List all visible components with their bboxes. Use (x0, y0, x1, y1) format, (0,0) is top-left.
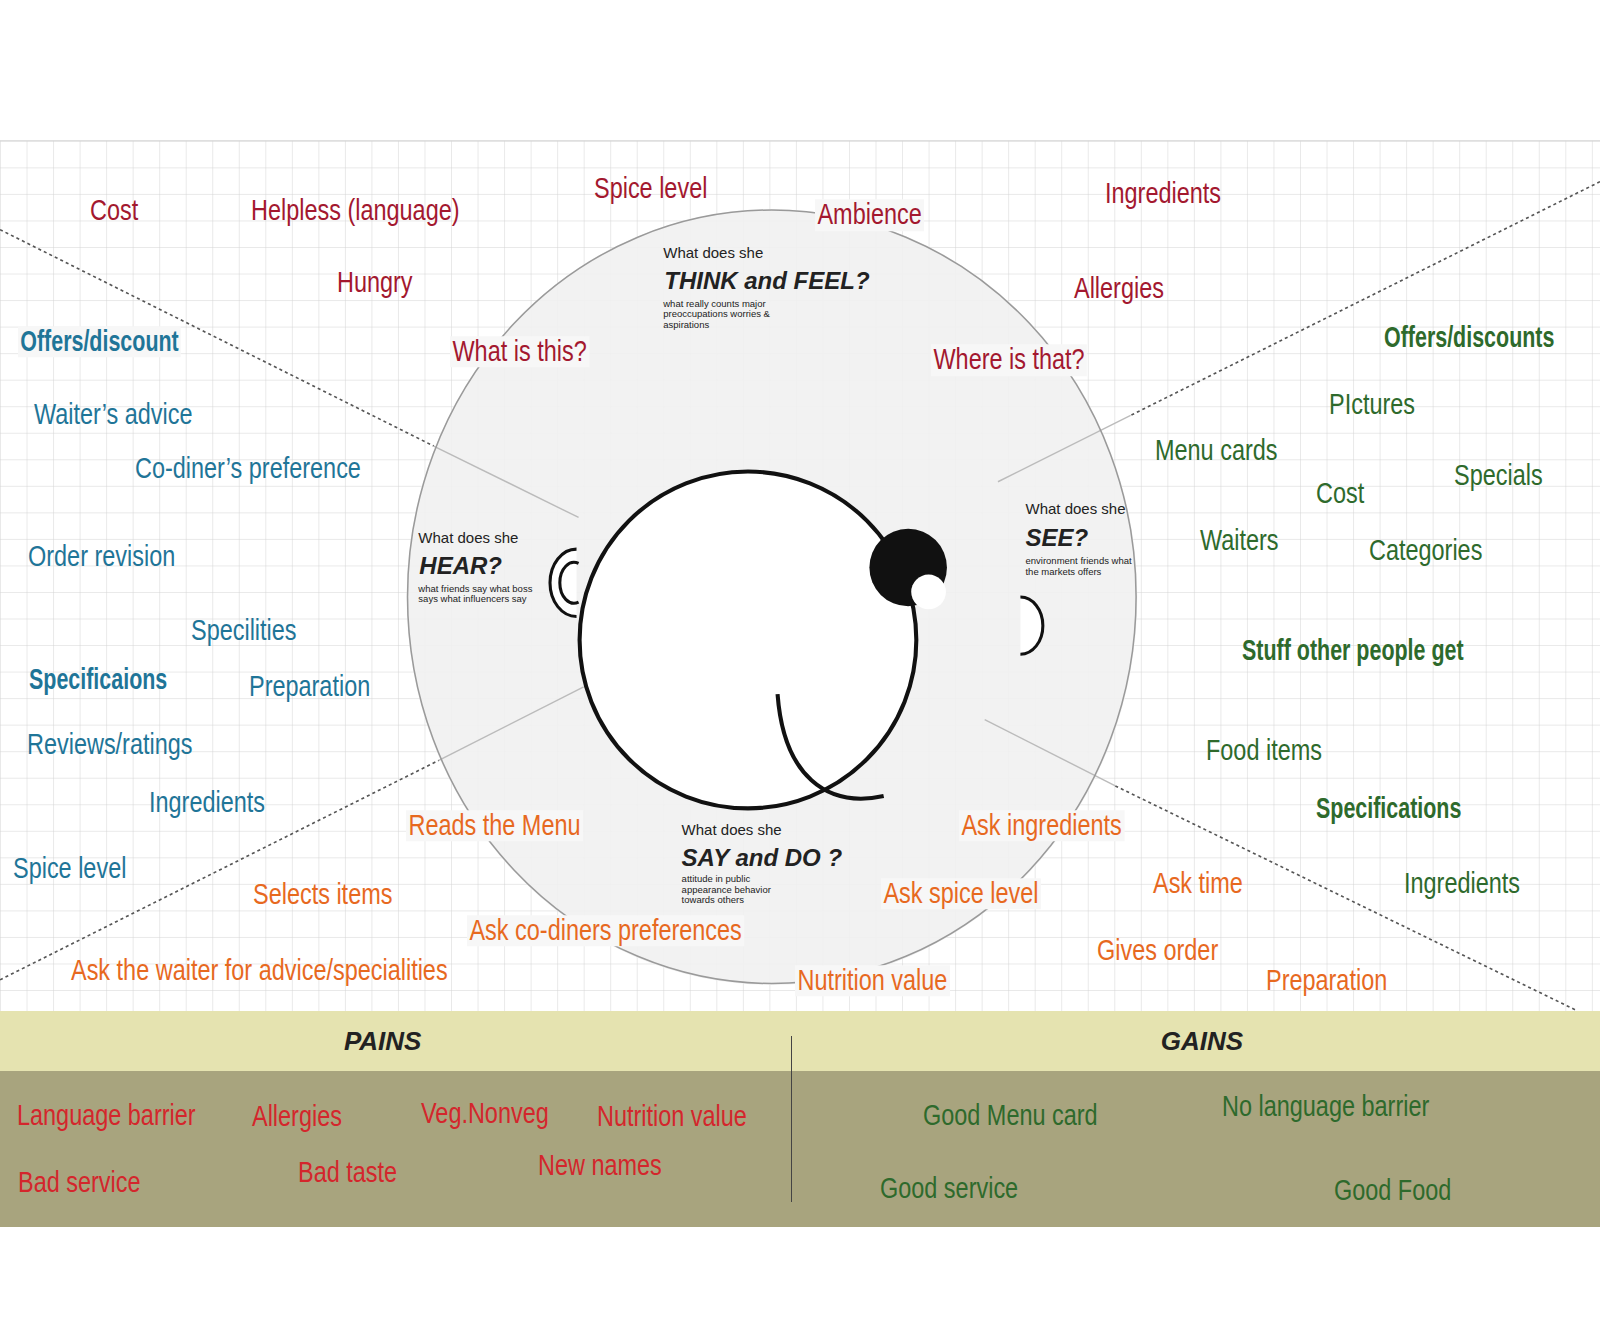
say-do-note: Ask spice level (881, 878, 1041, 909)
say-do-note: Ask ingredients (959, 810, 1124, 841)
grid-ground (0, 141, 1600, 1012)
divider-line (791, 1036, 792, 1072)
pain-item: Language barrier (17, 1101, 196, 1132)
say-do-note: Gives order (1097, 935, 1218, 966)
think-feel-note: Helpless (language) (251, 195, 460, 226)
section-lead: What does she (418, 530, 518, 547)
empathy-circle: What does sheTHINK and FEEL?what really … (406, 209, 1138, 985)
pains-gains-band: Language barrier Allergies Veg.Nonveg Nutri… (0, 1071, 1600, 1226)
section-lead: What does she (663, 245, 763, 262)
say-do-note: Ask the waiter for advice/specialities (71, 956, 448, 987)
band-heading: GAINS (1161, 1027, 1243, 1056)
see-note: Categories (1369, 535, 1482, 566)
think-feel-note: Ingredients (1105, 178, 1221, 209)
say-do-note: Nutrition value (795, 965, 950, 996)
think-feel-note: Cost (90, 195, 138, 226)
section-hint: what friends say what boss says what inf… (418, 584, 536, 605)
section-lead: What does she (682, 822, 782, 839)
pain-item: Bad taste (298, 1158, 397, 1189)
say-do-note: Ask time (1153, 868, 1243, 899)
see-note: PIctures (1329, 389, 1415, 420)
gain-item: Good Food (1334, 1175, 1451, 1206)
hear-note: Co-diner’s preference (135, 454, 361, 485)
hear-note: Preparation (249, 671, 370, 702)
see-note: Specifications (1316, 793, 1461, 824)
divider-line (791, 1071, 792, 1202)
hear-note: Spice level (13, 854, 126, 885)
hear-note: Ingredients (149, 787, 265, 818)
think-feel-note: Where is that? (931, 344, 1087, 375)
hear-note: Specificaions (29, 664, 167, 695)
pain-item: Allergies (252, 1102, 342, 1133)
section-heading: SAY and DO ? (682, 845, 842, 871)
pains-gains-header-band: PAINS GAINS (0, 1011, 1600, 1071)
grid (0, 141, 1600, 1012)
think-feel-note: Allergies (1074, 273, 1164, 304)
section-hint: environment friends what the markets off… (1025, 556, 1143, 577)
section-hint: what really counts major preoccupations … (663, 299, 781, 330)
see-note: Offers/discounts (1384, 322, 1554, 353)
pain-item: New names (538, 1151, 662, 1182)
say-do-note: Reads the Menu (406, 810, 583, 841)
gain-item: Good service (880, 1173, 1018, 1204)
think-feel-note: Ambience (815, 200, 924, 231)
think-feel-note: Spice level (594, 173, 707, 204)
section-hint: attitude in public appearance behavior t… (682, 874, 800, 905)
think-feel-note: Hungry (337, 267, 413, 298)
see-note: Menu cards (1155, 435, 1278, 466)
pain-item: Veg.Nonveg (421, 1099, 549, 1130)
section-lead: What does she (1025, 501, 1125, 518)
say-do-note: Selects items (253, 879, 392, 910)
say-do-note: Preparation (1266, 965, 1387, 996)
hear-note: Reviews/ratings (27, 729, 192, 760)
see-note: Ingredients (1404, 868, 1520, 899)
hear-note: Order revision (28, 541, 175, 572)
say-do-note: Ask co-diners preferences (467, 915, 744, 946)
see-note: Stuff other people get (1242, 635, 1464, 666)
think-feel-note: What is this? (450, 336, 589, 367)
see-note: Cost (1316, 478, 1364, 509)
gain-item: Good Menu card (923, 1101, 1098, 1132)
hear-note: Offers/discount (18, 326, 181, 357)
section-heading: THINK and FEEL? (664, 268, 869, 294)
pain-item: Bad service (18, 1167, 141, 1198)
see-note: Waiters (1200, 525, 1279, 556)
hear-note: Specilities (191, 615, 297, 646)
see-note: Specials (1454, 460, 1543, 491)
hear-note: Waiter’s advice (34, 400, 193, 431)
head-drawing (550, 472, 1043, 809)
gain-item: No language barrier (1222, 1091, 1429, 1122)
grid-edge (0, 140, 1600, 141)
circle-ground (407, 209, 1138, 985)
quadrant-dividers (0, 182, 1600, 1011)
section-heading: HEAR? (419, 553, 502, 579)
band-heading: PAINS (344, 1027, 422, 1056)
see-note: Food items (1206, 735, 1322, 766)
section-heading: SEE? (1025, 525, 1088, 551)
pain-item: Nutrition value (597, 1102, 747, 1133)
